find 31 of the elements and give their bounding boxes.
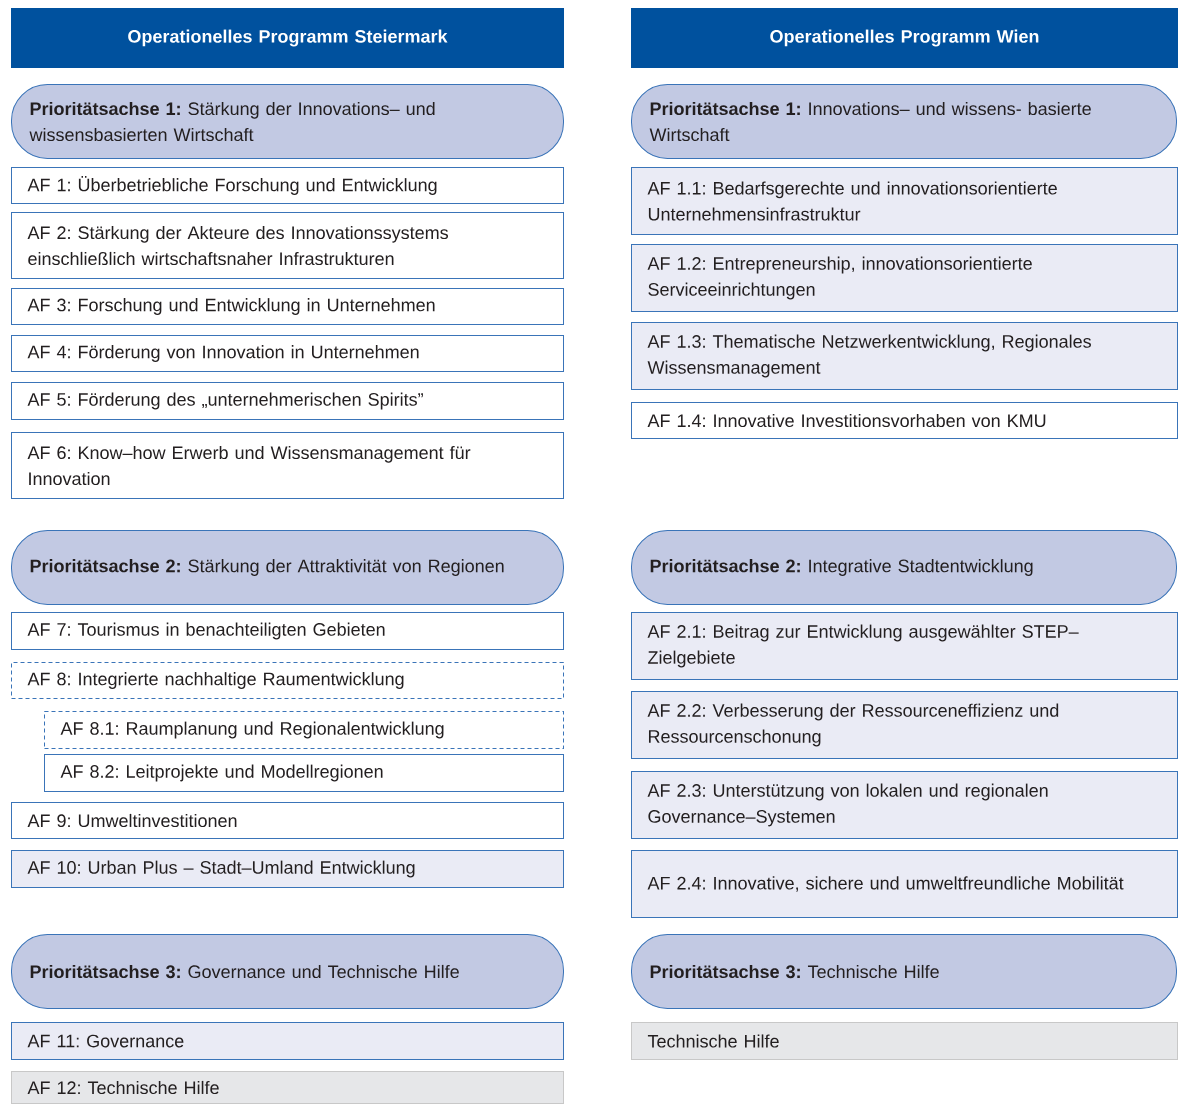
action-field-box: AF 1: Überbetriebliche Forschung und Entwicklung [11, 167, 564, 204]
action-field-box: AF 1.3: Thematische Netzwerkentwicklung, Regionales Wissensmanagement [631, 322, 1178, 390]
action-field-box: AF 5: Förderung des „unternehmerischen Spirits” [11, 382, 564, 420]
action-field-box: AF 3: Forschung und Entwicklung in Unternehmen [11, 288, 564, 325]
action-field-box: AF 11: Governance [11, 1022, 564, 1060]
priority-axis-box: Prioritätsachse 1: Innovations– und wissens- basierte Wirtschaft [631, 84, 1177, 159]
action-field-box: AF 6: Know–how Erwerb und Wissensmanagement für Innovation [11, 432, 564, 499]
action-field-box: AF 4: Förderung von Innovation in Unternehmen [11, 335, 564, 372]
action-field-box: AF 8: Integrierte nachhaltige Raumentwicklung [11, 662, 564, 699]
header-bar: Operationelles Programm Wien [631, 8, 1178, 68]
action-field-box: AF 2.2: Verbesserung der Ressourceneffizienz und Ressourcenschonung [631, 691, 1178, 759]
action-field-box: AF 8.1: Raumplanung und Regionalentwicklung [44, 711, 564, 749]
action-field-box: AF 2: Stärkung der Akteure des Innovationssystems einschließlich wirtschaftsnaher Infrastrukturen [11, 212, 564, 279]
priority-axis-box: Prioritätsachse 3: Technische Hilfe [631, 934, 1177, 1009]
action-field-box: AF 12: Technische Hilfe [11, 1071, 564, 1104]
action-field-box: AF 8.2: Leitprojekte und Modellregionen [44, 754, 564, 792]
header-bar: Operationelles Programm Steiermark [11, 8, 564, 68]
priority-axis-box: Prioritätsachse 3: Governance und Technische Hilfe [11, 934, 564, 1009]
action-field-box: AF 1.4: Innovative Investitionsvorhaben von KMU [631, 402, 1178, 439]
action-field-box: AF 1.2: Entrepreneurship, innovationsorientierte Serviceeinrichtungen [631, 244, 1178, 312]
priority-axis-box: Prioritätsachse 1: Stärkung der Innovations– und wissensbasierten Wirtschaft [11, 84, 564, 159]
action-field-box: AF 7: Tourismus in benachteiligten Gebieten [11, 612, 564, 650]
action-field-box: AF 10: Urban Plus – Stadt–Umland Entwicklung [11, 850, 564, 888]
priority-axis-box: Prioritätsachse 2: Stärkung der Attraktivität von Regionen [11, 530, 564, 605]
action-field-box: AF 2.3: Unterstützung von lokalen und regionalen Governance–Systemen [631, 771, 1178, 839]
action-field-box: AF 9: Umweltinvestitionen [11, 802, 564, 839]
action-field-box: Technische Hilfe [631, 1022, 1178, 1060]
priority-axis-box: Prioritätsachse 2: Integrative Stadtentwicklung [631, 530, 1177, 605]
action-field-box: AF 2.4: Innovative, sichere und umweltfreundliche Mobilität [631, 850, 1178, 918]
action-field-box: AF 1.1: Bedarfsgerechte und innovationsorientierte Unternehmensinfrastruktur [631, 167, 1178, 235]
action-field-box: AF 2.1: Beitrag zur Entwicklung ausgewählter STEP– Zielgebiete [631, 612, 1178, 680]
